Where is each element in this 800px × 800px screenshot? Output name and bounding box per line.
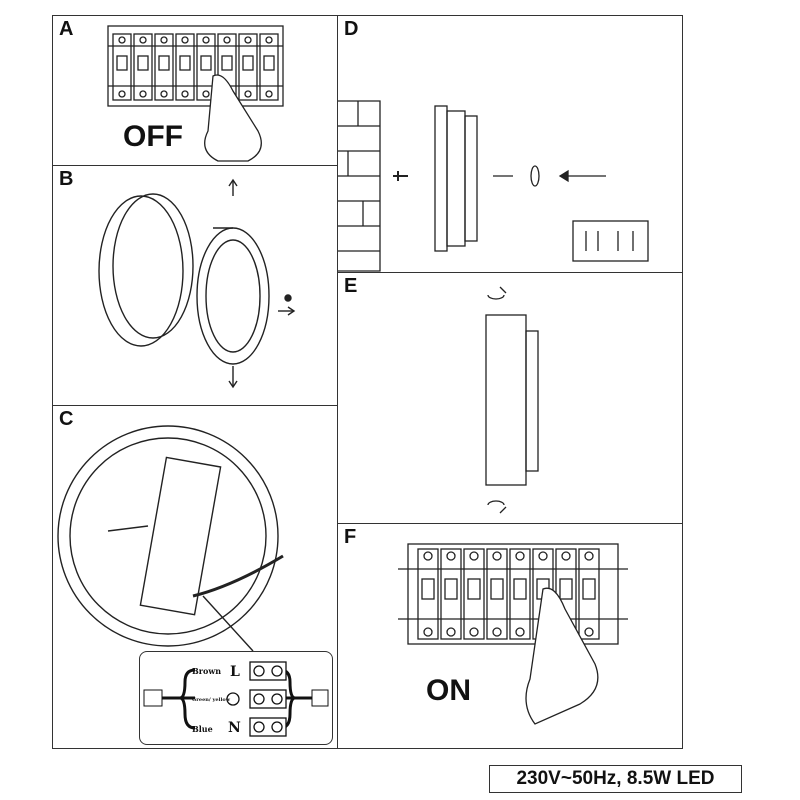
panel-c-wiring: C bbox=[52, 405, 338, 749]
wire-label-blue: Blue bbox=[192, 724, 213, 734]
panel-letter: E bbox=[344, 275, 358, 297]
panel-b-remove-cover: B bbox=[52, 165, 338, 406]
terminal-label-live: L bbox=[230, 664, 240, 680]
cover-removal-illustration bbox=[98, 178, 296, 389]
breaker-panel-illustration bbox=[398, 543, 628, 725]
power-spec-label: 230V~50Hz, 8.5W LED bbox=[489, 765, 742, 793]
wire-label-brown: Brown bbox=[192, 666, 221, 676]
panel-letter: F bbox=[344, 526, 357, 548]
terminal-label-neutral: N bbox=[228, 720, 241, 736]
off-caption: OFF bbox=[123, 120, 183, 153]
breaker-panel-illustration bbox=[107, 25, 284, 162]
cover-attach-illustration bbox=[485, 286, 539, 514]
fixture-base-illustration bbox=[57, 425, 284, 652]
panel-e-attach-cover: E bbox=[337, 272, 683, 524]
panel-letter: C bbox=[59, 408, 74, 430]
wall-mounting-illustration bbox=[338, 100, 649, 272]
panel-letter: D bbox=[344, 18, 359, 40]
wire-label-green-yellow: Green/ yellow bbox=[192, 697, 231, 703]
panel-a-power-off: A OFF bbox=[52, 15, 338, 166]
panel-f-power-on: F ON bbox=[337, 523, 683, 749]
wiring-diagram: Brown Green/ yellow Blue L N bbox=[139, 651, 333, 745]
panel-letter: B bbox=[59, 168, 74, 190]
panel-d-wall-mount: D bbox=[337, 15, 683, 273]
panel-letter: A bbox=[59, 18, 74, 40]
on-caption: ON bbox=[426, 674, 471, 707]
